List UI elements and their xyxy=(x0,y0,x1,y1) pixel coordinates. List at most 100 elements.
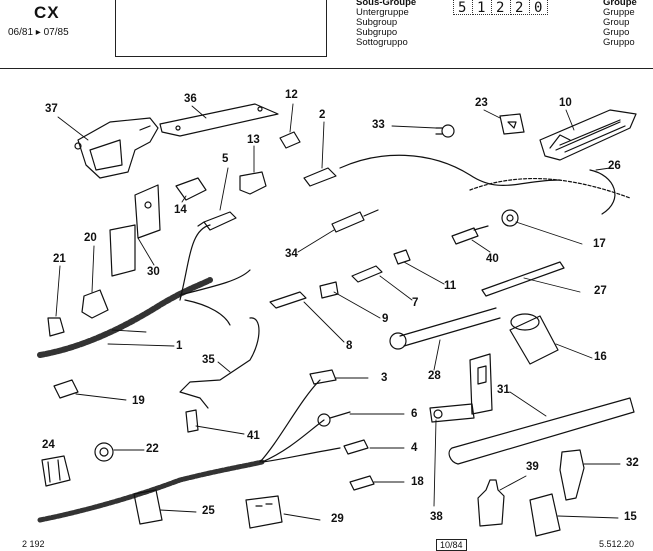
group-labels: Groupe Gruppe Group Grupo Gruppo xyxy=(603,0,637,48)
callout-23: 23 xyxy=(475,97,488,109)
part-22-grommet xyxy=(94,442,114,462)
group-label-es: Grupo xyxy=(603,27,630,38)
callout-18: 18 xyxy=(411,476,424,488)
part-24-connector-block xyxy=(41,455,71,487)
callout-19: 19 xyxy=(132,395,145,407)
part-41-plug xyxy=(185,409,199,433)
part-31-tube xyxy=(448,397,635,465)
subgroup-labels: Sous-Groupe Untergruppe Subgroup Subgrup… xyxy=(356,0,416,48)
callout-25: 25 xyxy=(202,505,215,517)
harness-branches xyxy=(179,224,251,326)
group-code-digit: 0 xyxy=(534,0,543,16)
group-code-digit: 5 xyxy=(458,0,467,16)
part-6-ring-terminal xyxy=(317,411,351,427)
code-box xyxy=(453,0,471,15)
callout-14: 14 xyxy=(174,204,187,216)
callout-21: 21 xyxy=(53,253,66,265)
model-name: CX xyxy=(34,3,60,22)
part-16-cylinder xyxy=(509,313,559,365)
callout-20: 20 xyxy=(84,232,97,244)
callout-22: 22 xyxy=(146,443,159,455)
part-25-clip xyxy=(133,489,163,525)
part-39-bottle xyxy=(477,479,505,527)
callout-11: 11 xyxy=(444,280,457,292)
group-code-digit: 1 xyxy=(477,0,486,16)
callout-36: 36 xyxy=(184,93,197,105)
callout-15: 15 xyxy=(624,511,637,523)
part-2-wire xyxy=(303,154,561,187)
part-37-connector-housing xyxy=(74,117,159,179)
part-8-terminal xyxy=(269,291,307,309)
part-32-cap xyxy=(559,449,585,501)
part-20-clip xyxy=(81,289,109,319)
callout-30: 30 xyxy=(147,266,160,278)
callout-41: 41 xyxy=(247,430,260,442)
callout-34: 34 xyxy=(285,248,298,260)
part-14-plug xyxy=(175,177,207,201)
callout-29: 29 xyxy=(331,513,344,525)
title-box xyxy=(115,0,327,57)
code-box xyxy=(491,0,509,15)
callout-1: 1 xyxy=(176,340,183,352)
callout-17: 17 xyxy=(593,238,606,250)
group-label-de: Gruppe xyxy=(603,7,635,18)
subgroup-label-es: Subgrupo xyxy=(356,27,398,38)
part-38-bracket xyxy=(429,353,493,423)
subgroup-label-de: Untergruppe xyxy=(356,7,409,18)
part-10-lamp-housing xyxy=(539,109,637,161)
model-dates: 06/81 ▸ 07/85 xyxy=(8,27,69,38)
part-4-connector xyxy=(343,439,369,455)
part-17-washer xyxy=(501,209,519,227)
subgroup-label-en: Subgroup xyxy=(356,17,398,28)
callout-5: 5 xyxy=(222,153,229,165)
callout-6: 6 xyxy=(411,408,418,420)
part-7-terminal xyxy=(351,265,383,283)
callout-4: 4 xyxy=(411,442,418,454)
callout-32: 32 xyxy=(626,457,639,469)
code-box xyxy=(529,0,548,15)
part-23-clip xyxy=(499,113,525,135)
callout-9: 9 xyxy=(382,313,389,325)
code-box xyxy=(510,0,528,15)
part-29-housing xyxy=(245,495,283,529)
part-9-sleeve xyxy=(319,281,339,299)
group-code-digit: 2 xyxy=(496,0,505,16)
group-label-it: Gruppo xyxy=(603,37,635,48)
part-36-strap xyxy=(159,103,279,137)
footer-left: 2 192 xyxy=(22,539,45,549)
part-15-boot xyxy=(529,493,561,537)
callout-27: 27 xyxy=(594,285,607,297)
footer-date: 10/84 xyxy=(436,539,467,551)
callout-26: 26 xyxy=(608,160,621,172)
group-label-en: Group xyxy=(603,17,630,28)
callout-40: 40 xyxy=(486,253,499,265)
callout-13: 13 xyxy=(247,134,260,146)
callout-7: 7 xyxy=(412,297,419,309)
part-33-bulb xyxy=(435,124,455,138)
part-1-main-harness xyxy=(37,277,213,358)
part-26-ring-clip xyxy=(589,169,616,215)
callout-28: 28 xyxy=(428,370,441,382)
part-12-cap xyxy=(279,131,301,149)
subgroup-label-it: Sottogruppo xyxy=(356,37,408,48)
callout-33: 33 xyxy=(372,119,385,131)
part-28-long-rod xyxy=(389,307,501,350)
callout-35: 35 xyxy=(202,354,215,366)
callout-38: 38 xyxy=(430,511,443,523)
lower-harness xyxy=(37,459,265,523)
part-19-clip xyxy=(53,379,79,399)
part-5-terminal xyxy=(197,211,237,231)
footer-ref: 5.512.20 xyxy=(599,539,635,549)
part-34-connector xyxy=(331,209,379,233)
harness-sleeve xyxy=(469,177,631,199)
part-13-cover xyxy=(239,171,267,195)
lower-harness-branches xyxy=(259,379,341,463)
callout-16: 16 xyxy=(594,351,607,363)
part-3-connector xyxy=(309,369,337,385)
part-18-terminal xyxy=(349,475,375,491)
part-27-rod xyxy=(481,261,565,297)
part-11-sleeve xyxy=(393,249,411,265)
part-21-grommet xyxy=(47,317,65,337)
part-40-stud xyxy=(451,225,489,245)
